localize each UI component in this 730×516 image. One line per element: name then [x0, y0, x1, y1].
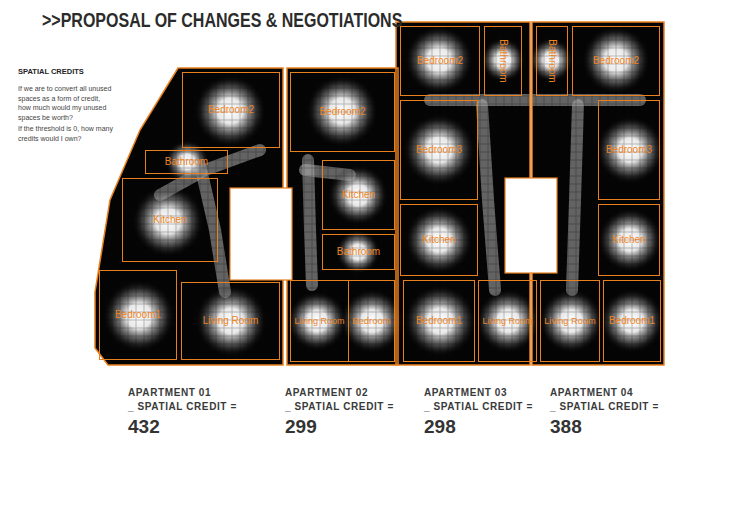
- room-label: Living Room: [544, 315, 596, 327]
- room-outline: Bedroom3: [598, 100, 660, 200]
- room-outline: Bedroom2: [400, 26, 480, 96]
- apartment-caption: APARTMENT 01: [128, 387, 278, 398]
- apartment-caption: _ SPATIAL CREDIT =: [550, 401, 690, 412]
- room-outline: Living Room: [478, 280, 537, 362]
- room-outline: Kitchen: [322, 160, 395, 230]
- room-outline: Living Room: [540, 280, 600, 362]
- credit-value: 299: [285, 416, 420, 438]
- room-outline: Kitchen: [122, 178, 218, 262]
- apartment-caption: _ SPATIAL CREDIT =: [424, 401, 546, 412]
- pixel-grid: [90, 20, 670, 370]
- room-outline: Bedroom1: [403, 280, 475, 362]
- room-outline: Bedroom2: [182, 72, 280, 148]
- room-outline: Bedroom: [348, 280, 395, 362]
- room-label: Bathroom: [497, 39, 509, 82]
- room-outline: Bathroom: [145, 150, 228, 174]
- room-outline: Bedroom3: [400, 100, 478, 200]
- room-label: Bathroom: [546, 39, 558, 82]
- room-outline: Living Room: [181, 282, 280, 360]
- room-label: Bedroom1: [609, 315, 655, 327]
- apartment-caption: _ SPATIAL CREDIT =: [128, 401, 278, 412]
- heat-glows: [90, 20, 670, 370]
- credit-value: 432: [128, 416, 278, 438]
- room-outline: Kitchen: [598, 204, 660, 276]
- room-outline: Bedroom1: [99, 270, 177, 360]
- room-label: Living Room: [482, 315, 532, 327]
- courtyards: [230, 178, 557, 280]
- room-label: Kitchen: [422, 234, 455, 246]
- room-outline: Bathroom: [484, 26, 522, 96]
- apartment-caption: _ SPATIAL CREDIT =: [285, 401, 420, 412]
- note-text: If we are to convert all unused spaces a…: [18, 84, 114, 122]
- apartment-caption: APARTMENT 02: [285, 387, 420, 398]
- room-label: Bedroom1: [416, 315, 462, 327]
- courtyard-void: [230, 188, 292, 280]
- room-label: Bedroom1: [115, 309, 161, 321]
- room-label: Bedroom2: [208, 104, 254, 116]
- room-label: Bedroom2: [593, 55, 639, 67]
- room-label: Bedroom2: [417, 55, 463, 67]
- credit-value: 388: [550, 416, 690, 438]
- apartment-caption: APARTMENT 03: [424, 387, 546, 398]
- apartment-outline: [287, 68, 398, 365]
- section-heading: SPATIAL CREDITS: [18, 67, 118, 76]
- room-label: Living Room: [203, 315, 259, 327]
- apartment-caption: APARTMENT 04: [550, 387, 690, 398]
- note-text: If the threshold is 0, how many credits …: [18, 124, 114, 143]
- room-label: Kitchen: [153, 214, 186, 226]
- room-label: Bedroom2: [319, 106, 365, 118]
- room-outline: Bedroom2: [572, 26, 660, 96]
- room-outline: Bedroom2: [290, 72, 395, 152]
- room-label: Bedroom3: [416, 144, 462, 156]
- page-title: >>PROPOSAL OF CHANGES & NEGOTIATIONS: [42, 9, 402, 32]
- room-outline: Kitchen: [400, 204, 478, 276]
- room-label: Bedroom3: [606, 144, 652, 156]
- credit-value: 298: [424, 416, 546, 438]
- room-label: Living Room: [294, 315, 344, 327]
- room-label: Bathroom: [165, 156, 208, 168]
- room-outline: Bathroom: [536, 26, 568, 96]
- room-label: Kitchen: [612, 234, 645, 246]
- room-label: Bedroom: [352, 315, 391, 327]
- room-label: Kitchen: [342, 189, 375, 201]
- room-outline: Bedroom1: [603, 280, 661, 362]
- room-label: Bathroom: [337, 246, 380, 258]
- apartment-outlines: [95, 22, 664, 365]
- room-outline: Bathroom: [322, 234, 395, 270]
- courtyard-void: [505, 178, 557, 273]
- room-outline: Living Room: [290, 280, 349, 362]
